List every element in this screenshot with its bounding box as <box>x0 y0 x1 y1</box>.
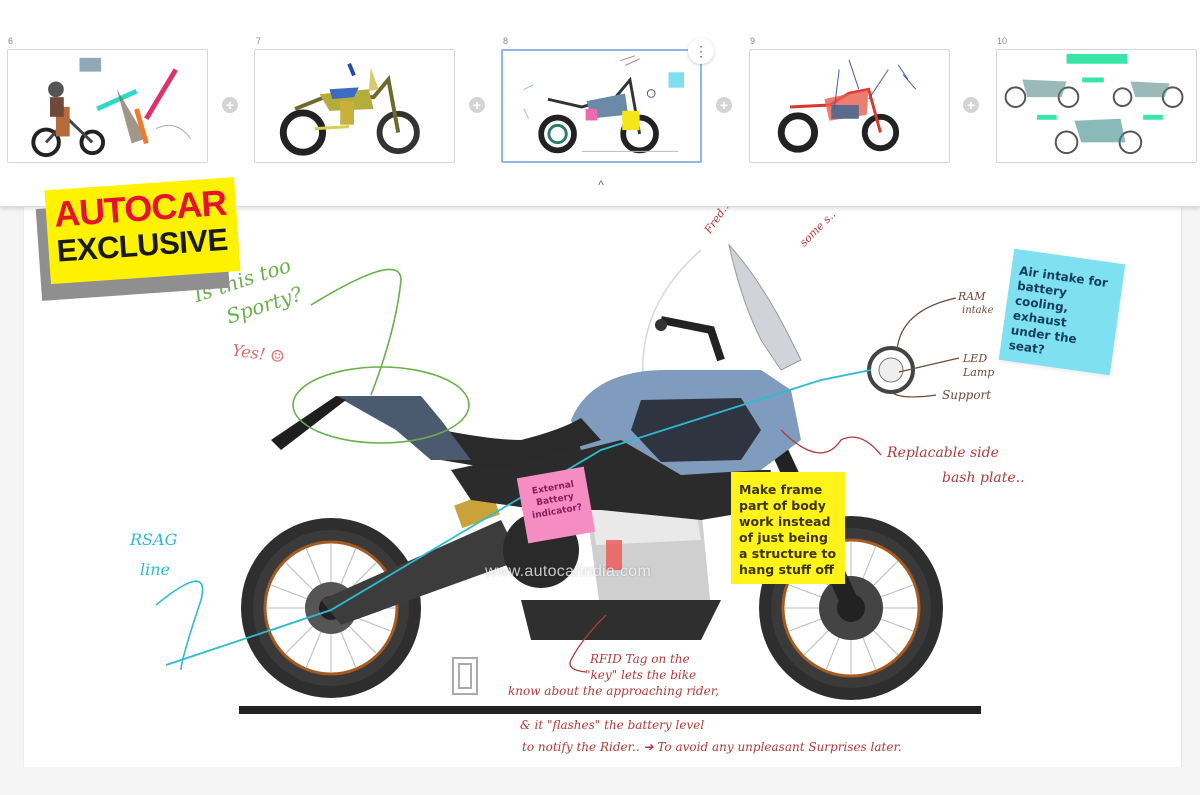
add-slide-button[interactable]: + <box>963 97 979 113</box>
slide-thumbnail-7[interactable] <box>254 49 455 163</box>
slide-10-preview <box>997 50 1196 162</box>
sticky-note-frame[interactable]: Make frame part of body work instead of … <box>731 472 845 584</box>
add-slide-button[interactable]: + <box>222 97 238 113</box>
note-support: Support <box>942 388 992 402</box>
slide-number: 9 <box>750 36 756 46</box>
add-slide-button[interactable]: + <box>716 97 732 113</box>
note-rfid-2: "key" lets the bike <box>585 668 697 682</box>
slide-thumbnail-6[interactable] <box>7 49 208 163</box>
note-rfid-4: & it "flashes" the battery level <box>520 718 705 732</box>
slide-number: 10 <box>997 36 1008 46</box>
note-intake: intake <box>962 305 994 316</box>
slide-6-preview <box>8 50 207 162</box>
note-bash-plate-2: bash plate.. <box>942 470 1025 486</box>
slide-number: 7 <box>256 36 262 46</box>
slide-more-options-button[interactable]: ⋮ <box>688 38 714 64</box>
slide-thumbnail-8[interactable] <box>501 49 702 163</box>
note-bash-plate: Replacable side <box>887 445 999 461</box>
add-slide-button[interactable]: + <box>469 97 485 113</box>
slide-number: 8 <box>503 36 509 46</box>
slide-8-preview <box>504 51 699 161</box>
badge-face: AUTOCAR EXCLUSIVE <box>44 177 241 285</box>
note-rfid-5: to notify the Rider.. ➔ To avoid any unp… <box>522 740 902 754</box>
slide-number: 6 <box>8 36 14 46</box>
note-rfid-1: RFID Tag on the <box>590 652 690 666</box>
slide-strip: 6 + 7 <box>0 0 1200 207</box>
autocar-exclusive-badge: AUTOCAR EXCLUSIVE <box>34 177 241 301</box>
note-rsag-line: line <box>140 560 171 579</box>
slide-thumbnail-9[interactable] <box>749 49 950 163</box>
note-led: LED <box>963 352 988 365</box>
note-lamp: Lamp <box>963 366 995 379</box>
collapse-strip-chevron-up-icon[interactable]: ^ <box>598 178 604 192</box>
note-rfid-3: know about the approaching rider, <box>508 684 719 698</box>
slide-9-preview <box>750 50 949 162</box>
watermark: www.autocarindia.com <box>485 563 652 580</box>
sticky-note-air-intake[interactable]: Air intake for battery cooling, exhaust … <box>998 248 1126 376</box>
note-ram: RAM <box>958 290 986 303</box>
slide-7-preview <box>255 50 454 162</box>
slide-thumbnail-10[interactable] <box>996 49 1197 163</box>
sticky-note-battery-indicator[interactable]: External Battery indicator? <box>516 466 596 544</box>
note-rsag: RSAG <box>130 530 178 549</box>
